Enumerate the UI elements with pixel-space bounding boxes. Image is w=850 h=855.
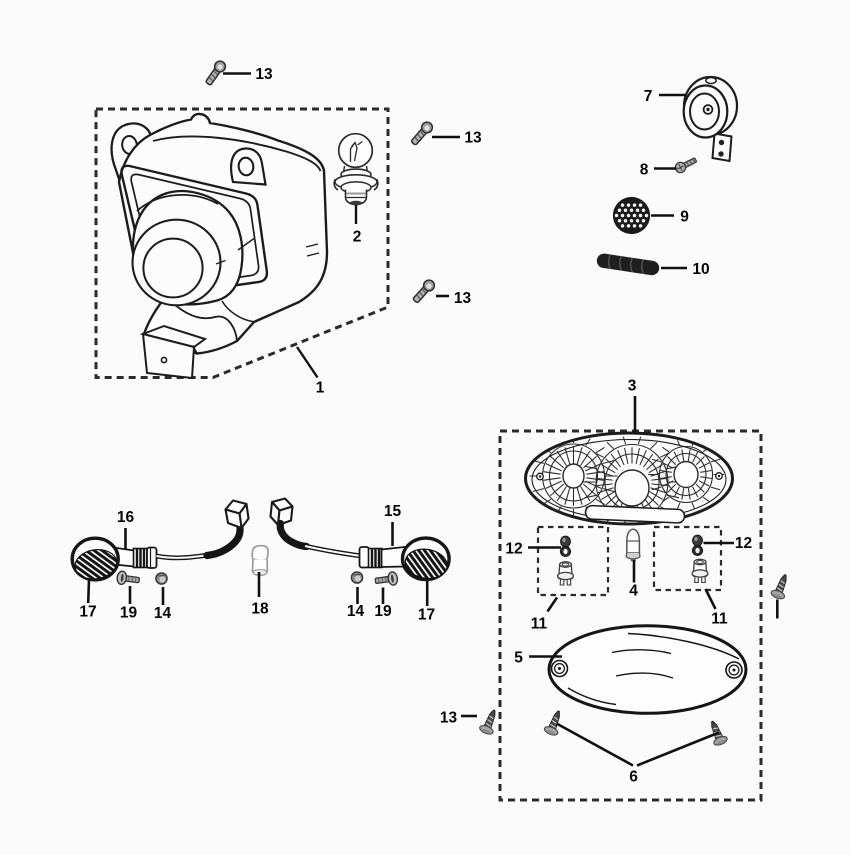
svg-text:15: 15 [384,503,402,520]
svg-text:14: 14 [347,603,365,620]
svg-text:11: 11 [531,616,548,633]
svg-text:9: 9 [680,209,689,226]
svg-text:14: 14 [154,605,172,622]
svg-text:1: 1 [316,380,325,397]
svg-text:12: 12 [505,541,522,558]
svg-text:13: 13 [454,290,472,307]
svg-text:7: 7 [644,88,653,105]
svg-text:11: 11 [711,611,728,628]
svg-text:13: 13 [464,130,482,147]
svg-text:8: 8 [640,162,649,179]
svg-text:3: 3 [628,378,637,395]
svg-text:16: 16 [117,509,135,526]
svg-text:17: 17 [79,604,96,621]
svg-text:6: 6 [629,769,638,786]
svg-text:17: 17 [418,607,435,624]
svg-text:4: 4 [629,583,638,600]
svg-text:10: 10 [692,261,709,278]
svg-text:18: 18 [251,601,269,618]
svg-text:19: 19 [374,603,392,620]
svg-text:2: 2 [353,229,362,246]
svg-text:12: 12 [735,535,752,552]
svg-text:19: 19 [120,605,138,622]
svg-text:13: 13 [255,66,273,83]
svg-text:5: 5 [514,650,523,667]
svg-text:13: 13 [440,710,458,727]
